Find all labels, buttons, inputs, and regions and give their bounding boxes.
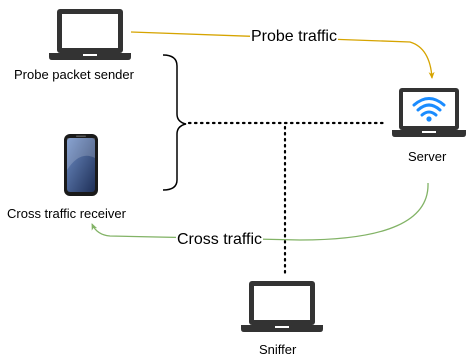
- sniffer-laptop-icon: [241, 281, 323, 332]
- cross-receiver-label: Cross traffic receiver: [7, 206, 126, 221]
- cross-traffic-label: Cross traffic: [176, 231, 264, 248]
- probe-traffic-edge: [130, 31, 435, 79]
- probe-traffic-label: Probe traffic: [250, 28, 338, 45]
- probe-sender-label: Probe packet sender: [14, 67, 134, 82]
- server-label: Server: [408, 149, 447, 164]
- probe-sender-laptop-icon: [49, 9, 131, 60]
- cross-traffic-edge: [91, 182, 429, 241]
- group-brace: [162, 54, 187, 191]
- wifi-icon: [412, 97, 446, 117]
- server-wifi-laptop-icon: [392, 88, 466, 137]
- cross-receiver-smartphone-icon: [64, 134, 98, 196]
- sniffer-label: Sniffer: [259, 342, 297, 357]
